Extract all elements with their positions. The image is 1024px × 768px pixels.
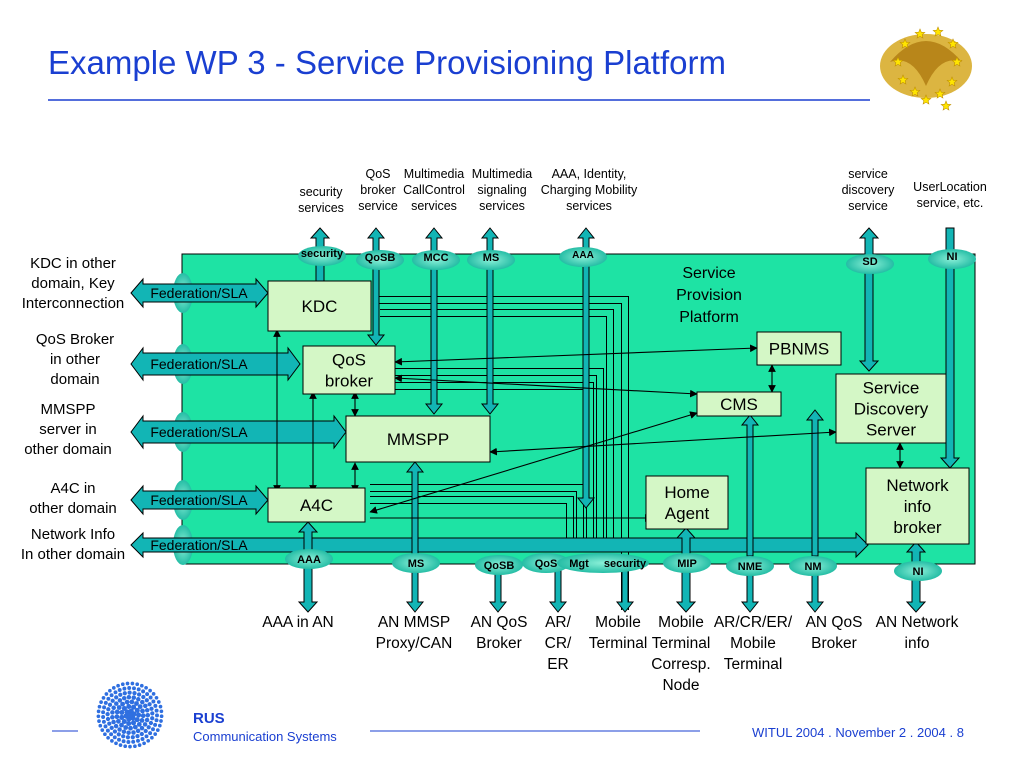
connection-arrow xyxy=(369,411,698,514)
bottom-port xyxy=(894,561,942,581)
bottom-port xyxy=(392,553,440,573)
bottom-port xyxy=(663,553,711,573)
footer-org-sub: Communication Systems xyxy=(193,729,337,744)
federation-arrow-qos: Federation/SLA xyxy=(130,346,301,382)
a4c-box-label: A4C xyxy=(300,496,333,515)
arrow-qosb xyxy=(366,227,386,346)
bottom-port-label-3: QoS xyxy=(535,558,558,570)
blue-dot-globe-icon xyxy=(96,681,164,749)
cms-box: CMS xyxy=(696,391,782,417)
top-port xyxy=(298,246,346,266)
bottom-port-label-4: Mgt xyxy=(569,558,589,570)
a4c-box: A4C xyxy=(267,487,366,523)
federation-arrow-mmspp: Federation/SLA xyxy=(130,414,347,450)
top-port xyxy=(846,254,894,274)
top-port xyxy=(559,247,607,267)
top-port xyxy=(356,250,404,270)
bottom-port xyxy=(522,553,570,573)
bottom-label-0: AAA in AN xyxy=(262,614,334,631)
federation-label: Federation/SLA xyxy=(150,424,248,440)
bottom-port xyxy=(789,556,837,576)
top-port xyxy=(467,250,515,270)
eagle-stars-emblem-icon xyxy=(880,26,972,111)
connection-arrow xyxy=(394,344,758,366)
cms-box-label: CMS xyxy=(720,395,758,414)
federation-label: Federation/SLA xyxy=(150,356,248,372)
arrow-sd xyxy=(858,227,880,372)
footer-meta: WITUL 2004 . November 2 . 2004 . 8 xyxy=(752,725,964,740)
kdc-box-label: KDC xyxy=(302,297,338,316)
top-port-label-6: NI xyxy=(947,251,958,263)
mmspp-box-label: MMSPP xyxy=(387,430,449,449)
bottom-port-label-2: QoSB xyxy=(484,560,515,572)
bottom-port xyxy=(285,549,333,569)
bottom-port-label-7: NME xyxy=(738,561,762,573)
bottom-port xyxy=(475,555,523,575)
mmspp-box: MMSPP xyxy=(345,415,491,463)
kdc-box: KDC xyxy=(267,280,372,332)
top-port-label-3: MS xyxy=(483,252,500,264)
federation-label: Federation/SLA xyxy=(150,537,248,553)
federation-label: Federation/SLA xyxy=(150,285,248,301)
bottom-port-label-1: MS xyxy=(408,558,425,570)
federation-arrow-a4c: Federation/SLA xyxy=(130,484,269,516)
top-port xyxy=(928,249,976,269)
footer-org: RUS xyxy=(193,710,225,727)
bottom-label-3: AR/CR/ER xyxy=(545,614,572,673)
bottom-port-label-6: MIP xyxy=(677,558,697,570)
top-port-label-0: security xyxy=(301,248,344,260)
bottom-port-label-5: security xyxy=(604,558,647,570)
top-port-label-2: MCC xyxy=(423,252,448,264)
bottom-port-label-9: NI xyxy=(913,566,924,578)
top-port-label-4: AAA xyxy=(572,250,594,261)
federation-arrow-kdc: Federation/SLA xyxy=(130,277,269,309)
bottom-port-label-0: AAA xyxy=(297,554,321,566)
bottom-port-label-8: NM xyxy=(804,561,821,573)
bottom-port xyxy=(557,553,649,573)
federation-label: Federation/SLA xyxy=(150,492,248,508)
connection-arrow xyxy=(394,374,698,398)
top-port-label-1: QoSB xyxy=(365,252,396,264)
bottom-port xyxy=(726,556,774,576)
top-port-label-5: SD xyxy=(862,256,877,268)
top-port xyxy=(412,250,460,270)
pbnms-box-label: PBNMS xyxy=(769,339,829,358)
slide-title: Example WP 3 - Service Provisioning Plat… xyxy=(48,44,726,81)
pbnms-box: PBNMS xyxy=(756,331,842,366)
